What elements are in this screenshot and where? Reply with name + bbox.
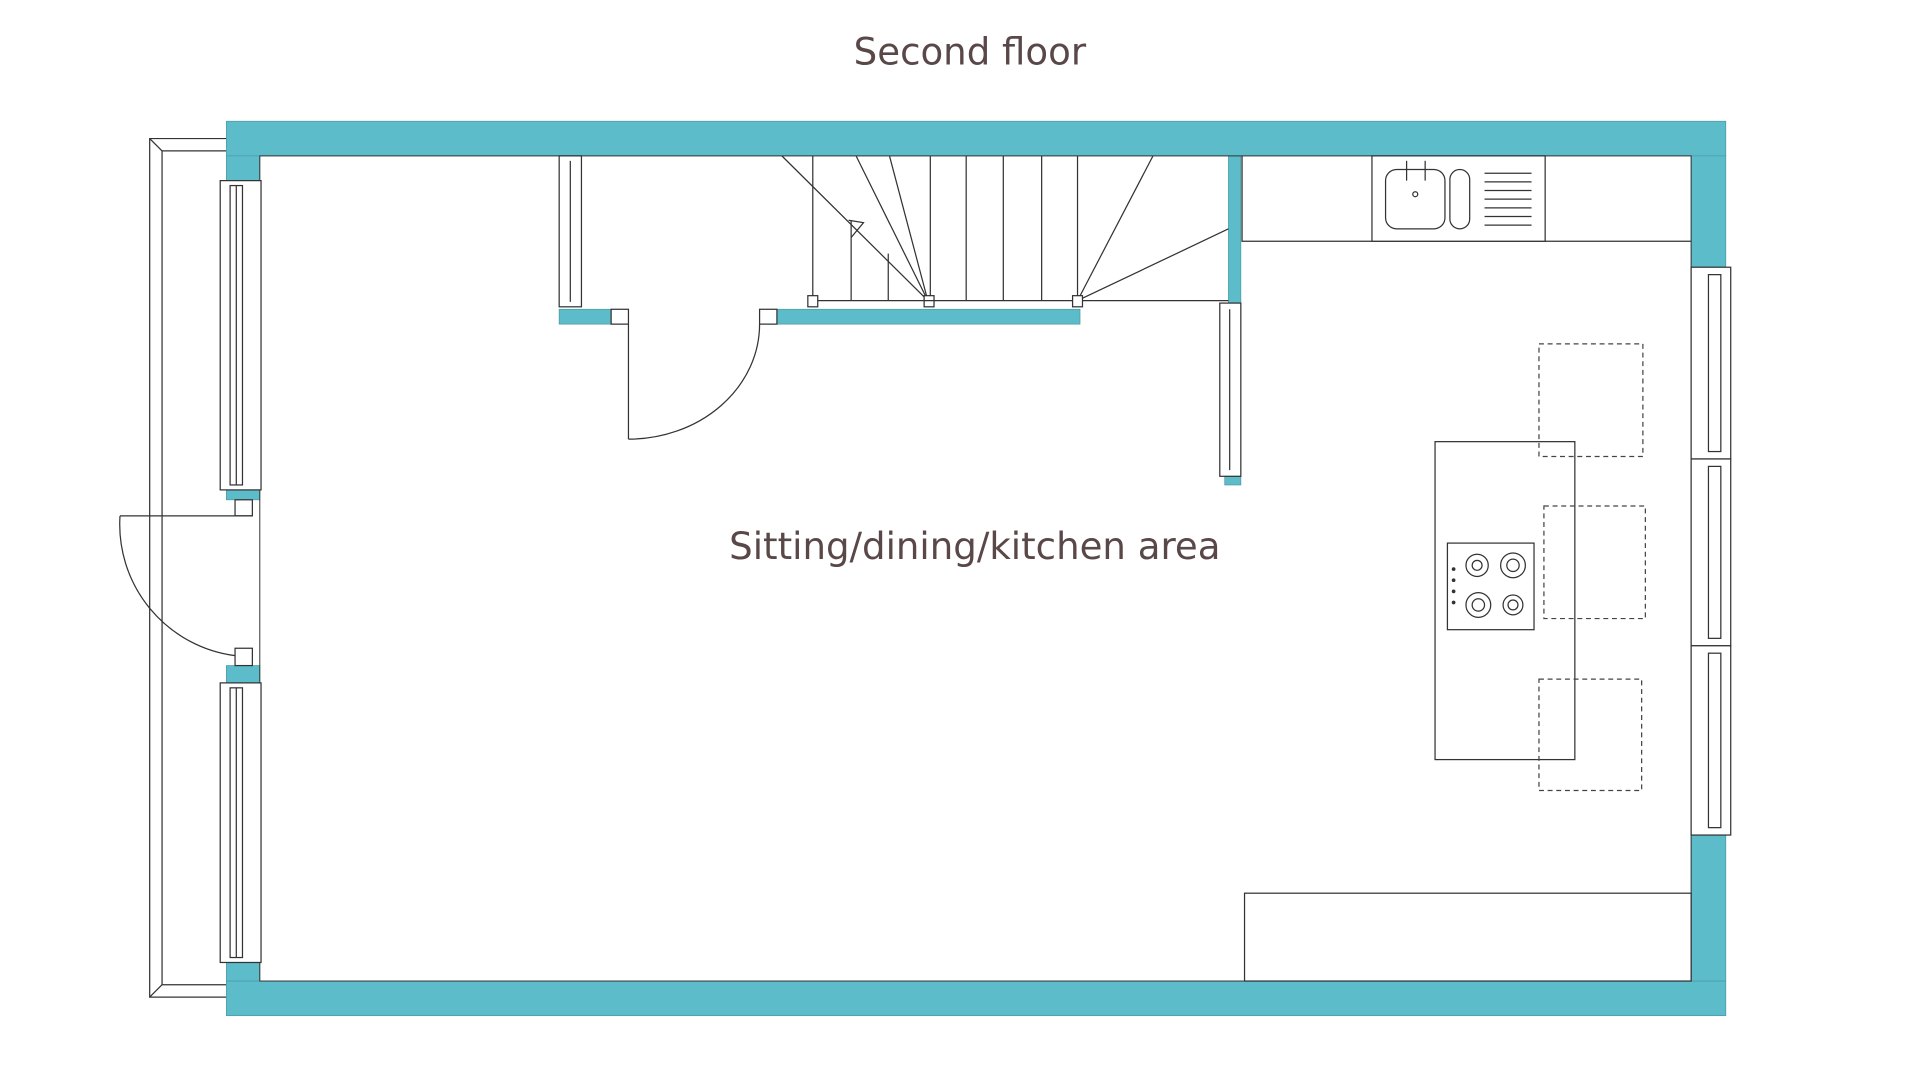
staircase — [781, 155, 1229, 308]
internal-door — [610, 308, 778, 440]
entrance-door — [119, 499, 253, 667]
window-left-top — [219, 180, 262, 491]
internal-glazing — [558, 155, 1242, 477]
room-label: Sitting/dining/kitchen area — [729, 525, 1220, 568]
window-right — [1690, 266, 1732, 836]
walls — [226, 120, 1727, 1017]
sideboard-counter — [1243, 892, 1692, 982]
bar-stool — [1538, 343, 1644, 458]
bar-stool — [1538, 678, 1643, 792]
window-left-bottom — [219, 682, 262, 964]
bar-stool — [1543, 505, 1646, 620]
balcony — [149, 137, 227, 998]
hob-icon — [1446, 542, 1535, 631]
sink-icon — [1371, 155, 1546, 242]
floor-title: Second floor — [854, 30, 1087, 73]
